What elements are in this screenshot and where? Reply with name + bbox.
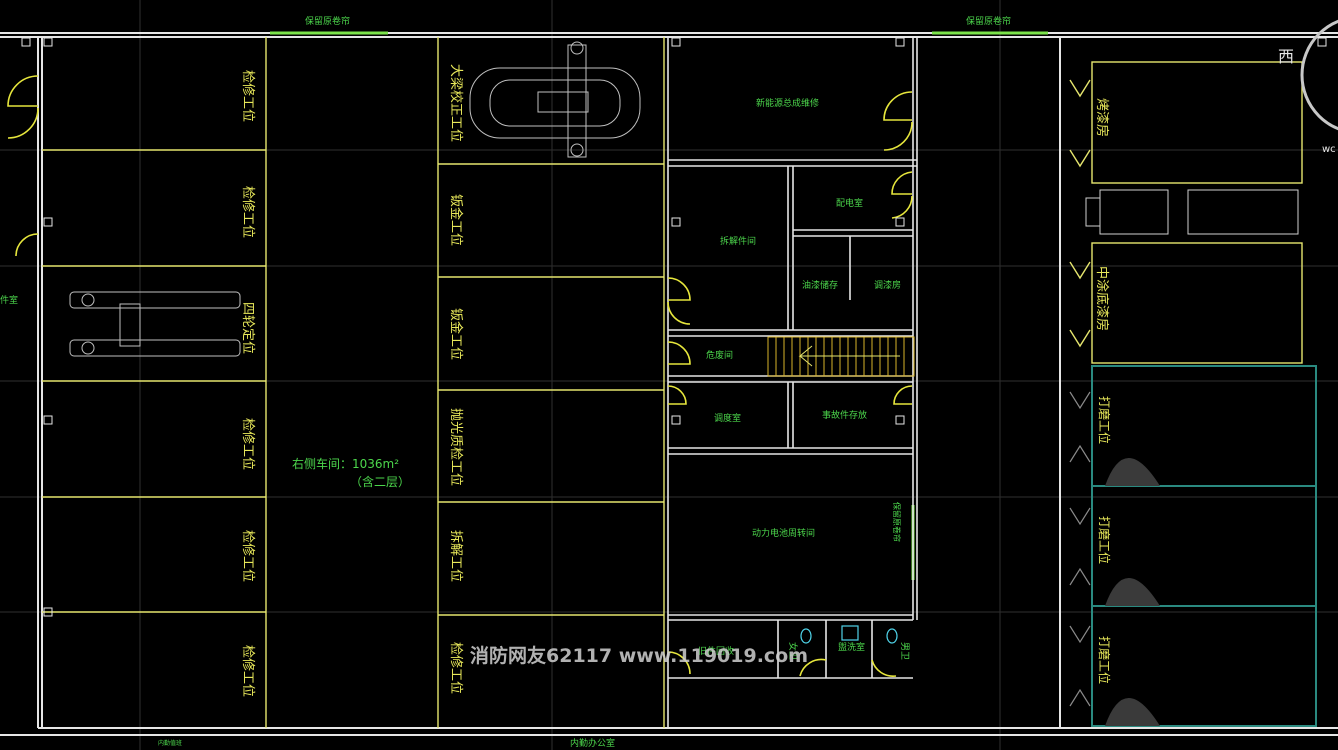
middle-column-labels: 大梁校正工位 钣金工位 钣金工位 抛光质检工位 拆解工位 检修工位 [448,64,464,694]
left-station-label: 四轮定位 [240,302,255,354]
left-station-label: 检修工位 [240,530,255,582]
shutter-label-left: 保留原卷帘 [305,15,350,27]
middle-station-label: 拆解工位 [448,530,463,582]
outer-walls [0,32,1338,736]
middle-station-label: 钣金工位 [448,308,464,360]
shutter-label-right: 保留原卷帘 [966,15,1011,27]
prep-station-label: 打磨工位 [1097,636,1112,684]
left-edge-fragment: 件室 [0,294,18,306]
prep-station-hatch [1105,458,1160,726]
room-battery-turnover: 动力电池周转间 [752,527,815,539]
room-hazard-waste: 危废间 [706,349,733,361]
middle-column-partitions [437,37,665,728]
room-dispatch: 调度室 [714,412,741,424]
room-dismantle: 拆解件间 [720,235,756,247]
room-bottom-small: 内勤值班 [158,739,182,747]
frame-straightener-equipment [469,41,641,158]
room-paint-mix: 调漆房 [874,279,901,291]
prep-stations [1091,365,1317,727]
left-station-label: 检修工位 [240,70,255,122]
room-accident-parts: 事故件存放 [822,409,867,421]
middle-station-label: 抛光质检工位 [448,408,463,486]
left-station-label: 检修工位 [240,418,255,470]
doors [7,75,913,677]
prep-station-label: 打磨工位 [1097,396,1112,444]
prep-station-markers [1069,391,1091,707]
stair [767,336,915,377]
room-washroom: 盥洗室 [838,641,865,653]
watermark: 消防网友62117 www.119019.com [470,644,808,667]
room-male-wc: 男卫 [899,642,910,660]
room-power: 配电室 [836,197,863,209]
paint-booth-label: 烤漆房 [1094,98,1110,137]
column-markers [21,37,1327,617]
middle-station-label: 检修工位 [448,642,463,694]
room-parts-recycle: 旧件回收 [698,645,734,657]
roller-shutters [270,31,1048,580]
middle-station-label: 钣金工位 [448,194,464,246]
room-labels: 新能源总成维修 配电室 拆解件间 油漆储存 调漆房 危废间 调度室 事故件存放 … [158,97,901,749]
left-station-label: 检修工位 [240,645,255,697]
toilet-fixtures [800,625,898,644]
room-inner-office: 内勤办公室 [570,737,615,749]
mid-paint-booth-label: 中涂底漆房 [1094,266,1110,331]
corner-fragment: wc [1322,144,1336,155]
prep-station-label: 打磨工位 [1097,516,1112,564]
side-shutter-label: 保留原卷帘 [892,502,902,542]
room-new-energy: 新能源总成维修 [756,97,819,109]
alignment-lift-equipment [69,291,241,357]
room-walls [667,37,918,728]
workshop-subtitle: （含二层） [350,474,410,489]
paint-booths [1069,61,1303,364]
left-column-labels: 检修工位 检修工位 四轮定位 检修工位 检修工位 检修工位 [240,70,255,697]
left-column-partitions [42,37,267,728]
workshop-title: 右侧车间：1036m² [292,456,399,471]
paint-booth-equipment [1085,189,1299,235]
room-female-wc: 女卫 [787,642,799,660]
middle-station-label: 大梁校正工位 [448,64,464,142]
left-station-label: 检修工位 [240,186,255,238]
room-oil-storage: 油漆储存 [802,279,838,291]
compass: 西 wc [1278,19,1338,155]
compass-label: 西 [1278,47,1294,66]
